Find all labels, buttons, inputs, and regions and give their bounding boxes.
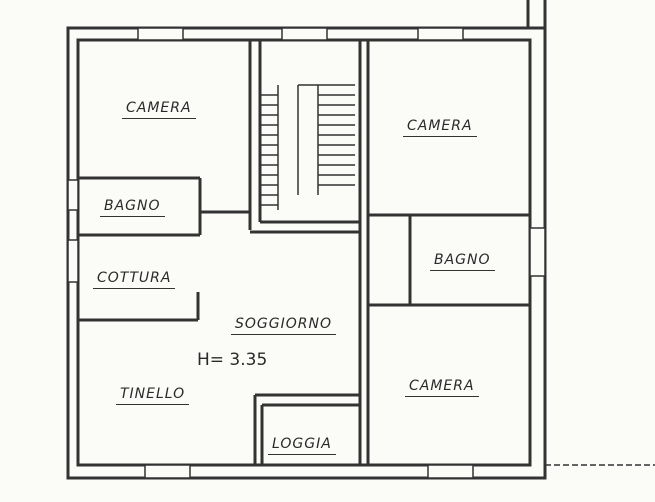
room-label-camera: CAMERA (122, 100, 196, 119)
room-label-loggia: LOGGIA (268, 436, 336, 455)
room-label-bagno: BAGNO (430, 252, 495, 271)
room-label-bagno: BAGNO (100, 198, 165, 217)
staircase (260, 84, 355, 210)
room-label-soggiorno: SOGGIORNO (231, 316, 336, 335)
room-label-camera: CAMERA (403, 118, 477, 137)
room-label-tinello: TINELLO (116, 386, 190, 405)
room-label-cottura: COTTURA (93, 270, 176, 289)
ceiling-height-label: H= 3.35 (197, 350, 268, 370)
room-label-camera: CAMERA (405, 378, 479, 397)
windows (67, 27, 546, 479)
